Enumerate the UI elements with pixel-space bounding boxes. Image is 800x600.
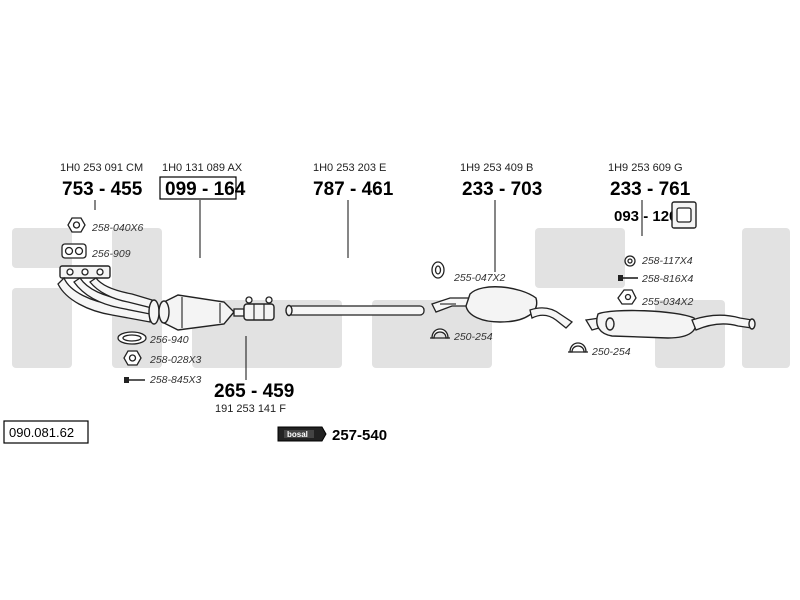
catalytic-converter: [158, 294, 245, 331]
part-oem-code: 1H0 131 089 AX: [162, 162, 243, 174]
diagram-number: 090.081.62: [9, 425, 74, 440]
rear-silencer: [584, 309, 756, 339]
accessory-label: 255-034X2: [641, 296, 694, 308]
accessory-label: 256-909: [91, 248, 131, 260]
bolt-icon: [618, 275, 638, 281]
accessory-label: 250-254: [453, 331, 493, 343]
clamp-oem-code: 191 253 141 F: [215, 403, 286, 415]
part-header-front-pipe: 1H0 253 203 E 787 - 461: [313, 162, 394, 200]
part-number: 099 - 164: [165, 179, 246, 200]
mounting-kit-number: 093 - 120: [614, 208, 677, 225]
kit-badge-label: bosal: [287, 430, 308, 439]
hanger-icon: [431, 261, 445, 279]
pipe-clamp: [243, 296, 275, 321]
part-number-box: [159, 176, 237, 200]
ring-gasket-icon: [117, 331, 147, 345]
exhaust-manifold: [57, 265, 160, 325]
part-oem-code: 1H0 253 203 E: [313, 162, 386, 174]
part-number: 233 - 761: [610, 179, 691, 200]
accessory-label: 255-047X2: [453, 272, 506, 284]
part-number: 233 - 703: [462, 179, 542, 200]
part-oem-code: 1H0 253 091 CM: [60, 162, 143, 174]
accessory-label: 256-940: [149, 334, 189, 346]
middle-silencer: [431, 286, 574, 329]
rubber-mount-icon: [671, 201, 697, 229]
kit-number: 257-540: [332, 427, 387, 444]
mounting-kit-badge: bosal: [277, 426, 327, 442]
part-number: 753 - 455: [62, 179, 143, 200]
nut-icon: [67, 217, 86, 233]
part-number: 787 - 461: [313, 179, 394, 200]
accessory-label: 258-040X6: [91, 222, 144, 234]
gasket-icon: [61, 243, 87, 259]
accessory-label: 250-254: [591, 346, 631, 358]
accessory-label: 258-845X3: [149, 374, 202, 386]
clamp-ring-icon: [568, 342, 588, 353]
clamp-part-number: 265 - 459: [214, 381, 294, 402]
part-header-manifold: 1H0 253 091 CM 753 - 455: [60, 162, 143, 200]
accessory-label: 258-816X4: [641, 273, 694, 285]
diagram-number-box: 090.081.62: [3, 420, 89, 444]
part-header-rear-silencer: 1H9 253 609 G 233 - 761: [608, 162, 691, 200]
part-oem-code: 1H9 253 609 G: [608, 162, 683, 174]
accessory-label: 258-028X3: [149, 354, 202, 366]
clamp-ring-icon: [430, 328, 450, 339]
part-header-catalyst: 1H0 131 089 AX 099 - 164: [159, 162, 246, 200]
nut-icon: [123, 350, 142, 366]
front-pipe: [285, 304, 425, 317]
accessory-label: 258-117X4: [641, 255, 693, 267]
part-oem-code: 1H9 253 409 B: [460, 162, 533, 174]
hanger-bracket-icon: [617, 289, 637, 305]
bolt-icon: [124, 377, 145, 383]
washer-icon: [624, 255, 636, 267]
part-header-middle-silencer: 1H9 253 409 B 233 - 703: [460, 162, 542, 200]
